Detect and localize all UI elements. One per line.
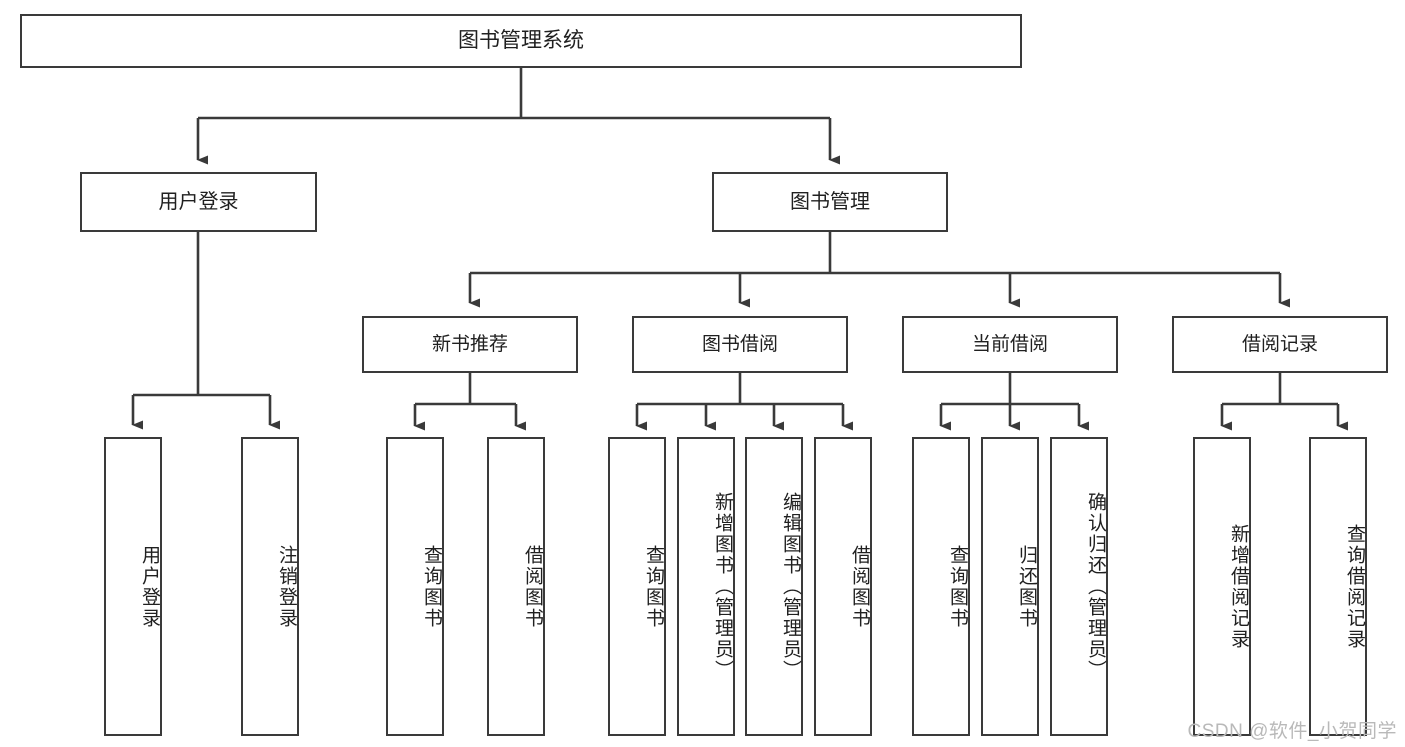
leaf-borrow-borrow-book[interactable]: 借阅图书: [814, 437, 872, 736]
leaf-borrow-query-book[interactable]: 查询图书: [608, 437, 666, 736]
node-user-login[interactable]: 用户登录: [80, 172, 317, 232]
leaf-label: 借阅图书: [849, 544, 870, 629]
leaf-label: 注销登录: [276, 544, 297, 629]
leaf-record-query[interactable]: 查询借阅记录: [1309, 437, 1367, 736]
leaf-label: 新增图书（管理员）: [712, 492, 733, 681]
leaf-current-query-book[interactable]: 查询图书: [912, 437, 970, 736]
node-new-book-recommend-label: 新书推荐: [431, 333, 508, 355]
node-book-management-label: 图书管理: [790, 190, 870, 213]
node-book-borrow[interactable]: 图书借阅: [632, 316, 848, 373]
leaf-new-book-query[interactable]: 查询图书: [386, 437, 444, 736]
leaf-label: 新增借阅记录: [1228, 523, 1249, 650]
node-current-borrow[interactable]: 当前借阅: [902, 316, 1118, 373]
leaf-label: 确认归还（管理员）: [1085, 492, 1106, 681]
node-root-system[interactable]: 图书管理系统: [20, 14, 1022, 68]
leaf-label: 查询图书: [421, 544, 442, 629]
leaf-label: 编辑图书（管理员）: [780, 492, 801, 681]
leaf-borrow-add-book[interactable]: 新增图书（管理员）: [677, 437, 735, 736]
leaf-label: 查询图书: [947, 544, 968, 629]
leaf-current-confirm-return[interactable]: 确认归还（管理员）: [1050, 437, 1108, 736]
node-borrow-record-label: 借阅记录: [1241, 333, 1318, 355]
leaf-new-book-borrow[interactable]: 借阅图书: [487, 437, 545, 736]
node-book-borrow-label: 图书借阅: [701, 333, 778, 355]
node-borrow-record[interactable]: 借阅记录: [1172, 316, 1388, 373]
csdn-watermark: CSDN @软件_小贺同学: [1187, 721, 1397, 742]
leaf-label: 用户登录: [139, 544, 160, 629]
leaf-user-login-signin[interactable]: 用户登录: [104, 437, 162, 736]
leaf-label: 借阅图书: [522, 544, 543, 629]
node-root-label: 图书管理系统: [458, 28, 584, 52]
leaf-current-return-book[interactable]: 归还图书: [981, 437, 1039, 736]
leaf-user-login-signout[interactable]: 注销登录: [241, 437, 299, 736]
node-user-login-label: 用户登录: [158, 190, 239, 213]
leaf-label: 归还图书: [1016, 544, 1037, 629]
node-new-book-recommend[interactable]: 新书推荐: [362, 316, 578, 373]
leaf-label: 查询借阅记录: [1344, 523, 1365, 650]
node-book-management[interactable]: 图书管理: [712, 172, 948, 232]
leaf-label: 查询图书: [643, 544, 664, 629]
leaf-record-add[interactable]: 新增借阅记录: [1193, 437, 1251, 736]
leaf-borrow-edit-book[interactable]: 编辑图书（管理员）: [745, 437, 803, 736]
node-current-borrow-label: 当前借阅: [971, 333, 1048, 355]
